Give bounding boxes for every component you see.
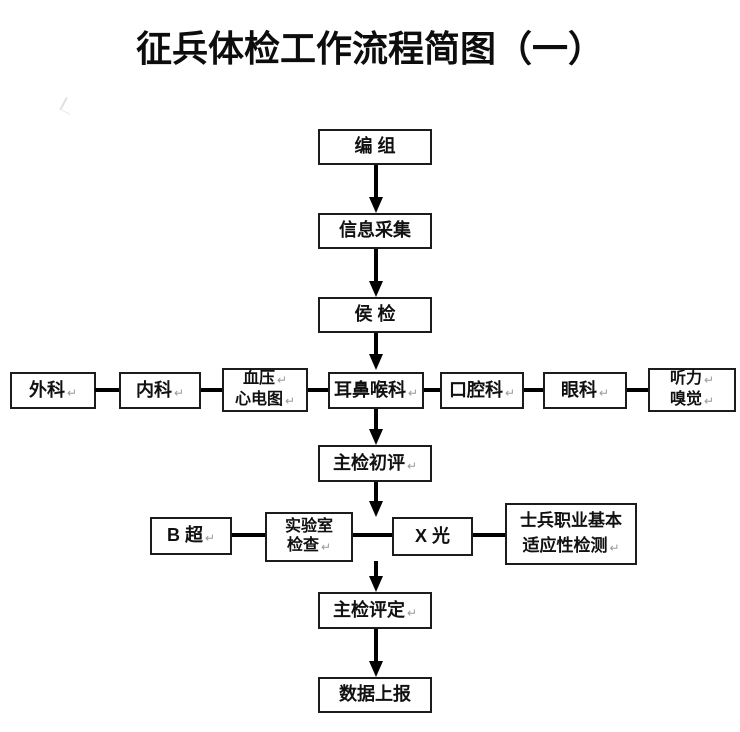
node-label-line: 嗅觉↵ [670, 390, 714, 411]
node-b-ultrasound: B 超↵ [150, 517, 232, 555]
node-label-text: 血压 [242, 370, 275, 387]
node-label-text: B 超 [166, 525, 203, 546]
node-ophthalmology: 眼科↵ [543, 372, 627, 409]
node-label-line: 侯 检 [354, 304, 396, 325]
node-bp-ecg: 血压↵心电图↵ [222, 368, 308, 412]
return-mark: ↵ [284, 394, 296, 408]
connector-eye-hearing [627, 388, 648, 392]
arrow-waiting-ent-head [369, 354, 383, 370]
node-label-text: 编 组 [354, 136, 396, 157]
arrow-info-waiting-shaft [374, 249, 378, 282]
arrow-grouping-info-shaft [374, 165, 378, 198]
return-mark: ↵ [276, 373, 288, 387]
node-label-line: 心电图↵ [235, 390, 295, 411]
return-mark: ↵ [703, 373, 715, 387]
node-label-line: 听力↵ [670, 369, 714, 390]
node-lab-test: 实验室检查↵ [265, 512, 353, 562]
arrow-waiting-ent-shaft [374, 333, 378, 355]
return-mark: ↵ [406, 458, 418, 473]
node-label-line: 编 组 [354, 136, 396, 157]
smudge-artifact [59, 97, 77, 115]
connector-bultrasound-lab [232, 533, 265, 537]
arrow-review-tests-shaft [374, 482, 378, 502]
return-mark: ↵ [703, 394, 715, 408]
connector-bpecg-ent [308, 388, 328, 392]
return-mark: ↵ [66, 385, 78, 400]
arrow-ent-review-shaft [374, 409, 378, 430]
node-label-text: 侯 检 [354, 304, 396, 325]
connector-ent-dental [424, 388, 440, 392]
connector-xray-aptitude [473, 533, 505, 537]
node-label-line: 适应性检测↵ [522, 533, 619, 561]
node-label-text: 外科 [28, 379, 65, 400]
return-mark: ↵ [173, 385, 185, 400]
node-hearing-smell: 听力↵嗅觉↵ [648, 368, 736, 412]
node-label-line: 士兵职业基本 [520, 508, 622, 533]
node-label-text: 士兵职业基本 [520, 510, 622, 530]
node-grouping: 编 组 [318, 129, 432, 165]
node-label-text: 实验室 [284, 518, 333, 535]
node-chief-assessment: 主检评定↵ [318, 592, 432, 629]
arrow-assessment-report-head [369, 661, 383, 677]
node-label-line: 眼科↵ [560, 379, 610, 401]
node-info-collection: 信息采集 [318, 213, 432, 249]
node-label-line: 外科↵ [28, 379, 78, 401]
node-data-report: 数据上报 [318, 677, 432, 713]
arrow-grouping-info-head [369, 197, 383, 213]
node-label-line: X 光 [414, 525, 450, 547]
node-label-line: 主检初评↵ [332, 452, 418, 474]
node-label-text: 主检评定 [332, 599, 405, 620]
return-mark: ↵ [609, 540, 620, 555]
node-x-ray: X 光 [392, 517, 473, 556]
node-label-text: X 光 [414, 525, 450, 546]
arrow-review-tests-head [369, 501, 383, 517]
return-mark: ↵ [598, 385, 610, 400]
arrow-tests-assessment-head [369, 576, 383, 592]
node-label-text: 内科 [135, 379, 172, 400]
node-label-text: 口腔科 [448, 379, 503, 400]
node-label-line: B 超↵ [166, 525, 216, 546]
arrow-tests-assessment-shaft [374, 561, 378, 577]
node-label-line: 检查↵ [287, 536, 331, 557]
return-mark: ↵ [504, 385, 516, 400]
return-mark: ↵ [406, 605, 418, 620]
node-label-line: 信息采集 [339, 220, 411, 241]
arrow-info-waiting-head [369, 281, 383, 297]
node-label-line: 口腔科↵ [448, 379, 516, 401]
connector-dental-eye [524, 388, 543, 392]
arrow-ent-review-head [369, 429, 383, 445]
connector-internal-bpecg [201, 388, 222, 392]
node-label-text: 嗅觉 [669, 391, 702, 408]
node-label-text: 听力 [669, 370, 702, 387]
node-label-text: 检查 [286, 537, 319, 554]
node-label-text: 耳鼻喉科 [333, 379, 406, 400]
return-mark: ↵ [320, 540, 332, 554]
node-surgery: 外科↵ [10, 372, 96, 409]
node-label-text: 主检初评 [332, 452, 405, 473]
node-label-line: 内科↵ [135, 379, 185, 401]
node-label-line: 耳鼻喉科↵ [333, 379, 419, 401]
diagram-title: 征兵体检工作流程简图（一） [135, 28, 604, 69]
node-label-line: 主检评定↵ [332, 599, 418, 621]
node-label-text: 眼科 [560, 379, 597, 400]
node-label-text: 适应性检测 [522, 535, 608, 555]
node-ent: 耳鼻喉科↵ [328, 372, 424, 409]
connector-lab-xray [353, 533, 392, 537]
node-label-line: 数据上报 [339, 684, 411, 705]
node-waiting-exam: 侯 检 [318, 297, 432, 333]
node-aptitude-test: 士兵职业基本适应性检测↵ [505, 503, 637, 565]
node-dental: 口腔科↵ [440, 372, 524, 409]
node-chief-initial-review: 主检初评↵ [318, 445, 432, 482]
return-mark: ↵ [407, 385, 419, 400]
node-label-text: 心电图 [234, 391, 283, 408]
node-internal-medicine: 内科↵ [119, 372, 201, 409]
connector-surgery-internal [95, 388, 119, 392]
node-label-line: 实验室 [285, 517, 333, 536]
arrow-assessment-report-shaft [374, 629, 378, 662]
node-label-text: 数据上报 [339, 684, 411, 705]
node-label-line: 血压↵ [243, 369, 287, 390]
return-mark: ↵ [204, 531, 216, 546]
node-label-text: 信息采集 [339, 220, 411, 241]
